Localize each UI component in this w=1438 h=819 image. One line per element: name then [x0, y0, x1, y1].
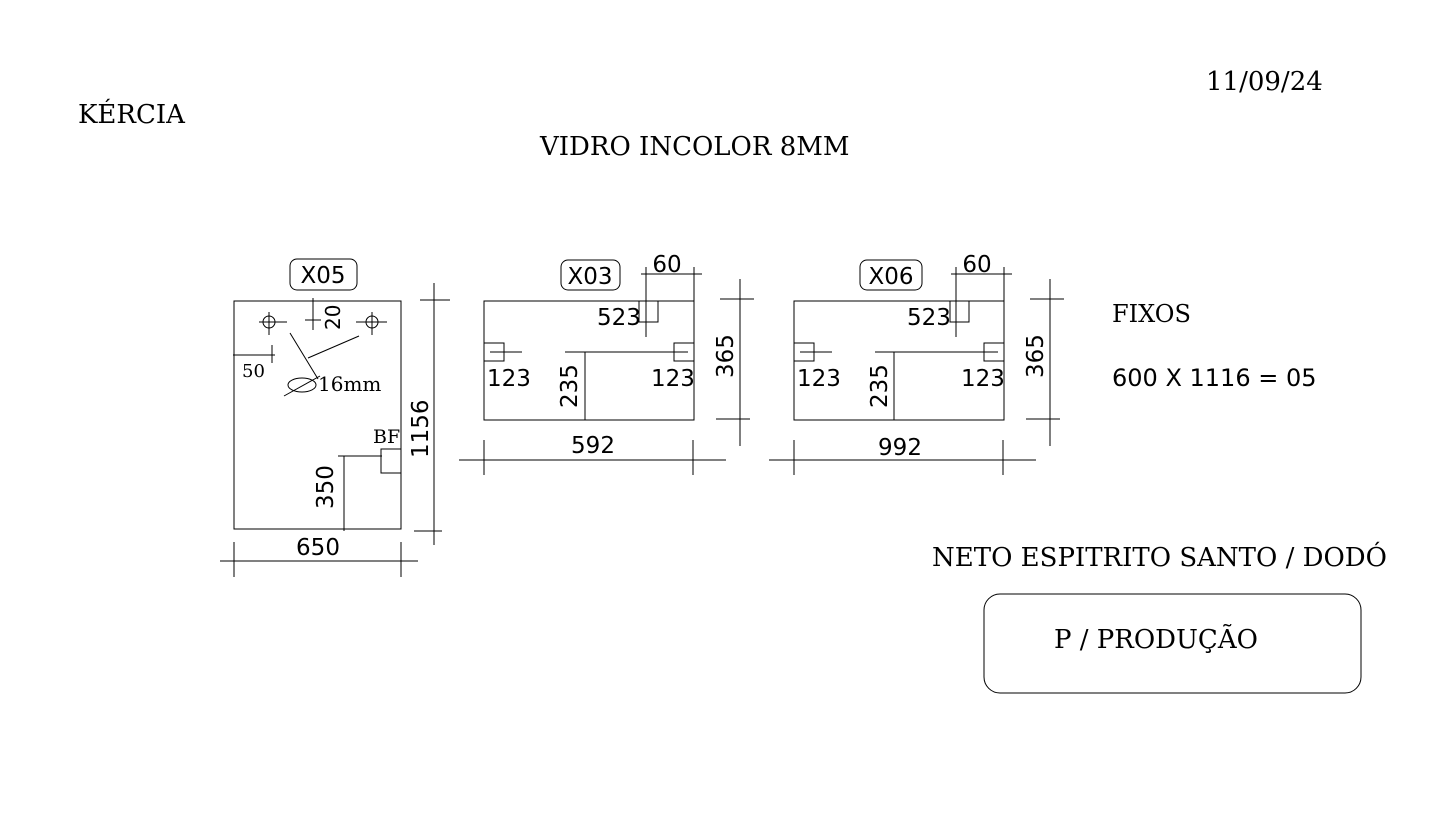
tag-frame-x06 — [859, 259, 923, 291]
tag-x03: X03 — [567, 264, 612, 290]
production-box — [983, 593, 1362, 694]
dim-right-notch-x06: 123 — [961, 366, 1005, 392]
piece-x03: X03 60 523 123 123 235 592 365 — [459, 252, 754, 475]
dim-hole-top: 20 — [321, 305, 345, 330]
top-notch-x06 — [949, 300, 970, 323]
dim-height-x05: 1156 — [408, 399, 434, 458]
glass-panel-x06 — [793, 300, 1005, 421]
top-notch-x03 — [638, 300, 659, 323]
hole-left — [259, 312, 287, 335]
fixed-label: FIXOS — [1112, 300, 1191, 328]
glass-panel-x03 — [483, 300, 695, 421]
dim-notch-pos-x03: 523 — [597, 305, 641, 331]
glass-panel-x05 — [233, 300, 402, 530]
dim-height-x03: 365 — [713, 334, 739, 378]
dim-hole-side: 50 — [242, 361, 265, 382]
hole-right — [356, 312, 387, 335]
dim-width-x03: 592 — [571, 433, 615, 459]
purpose-label: P / PRODUÇÃO — [1054, 625, 1258, 655]
fixed-spec: 600 X 1116 = 05 — [1112, 364, 1317, 392]
dim-left-notch-x03: 123 — [487, 366, 531, 392]
client-name: KÉRCIA — [78, 100, 185, 130]
tag-frame-x05 — [289, 258, 358, 291]
piece-x05: X05 20 50 16mm BF 350 — [220, 258, 450, 577]
dim-width-x06: 992 — [878, 435, 922, 461]
dim-notch-height-x06: 235 — [867, 364, 893, 408]
dim-notch-pos-x06: 523 — [907, 305, 951, 331]
location-label: NETO ESPITRITO SANTO / DODÓ — [932, 543, 1387, 573]
diameter-symbol — [287, 377, 317, 393]
dim-width-x05: 650 — [296, 535, 340, 561]
date-label: 11/09/24 — [1206, 67, 1323, 97]
bf-notch — [380, 448, 402, 474]
tag-x06: X06 — [868, 264, 913, 290]
material-title: VIDRO INCOLOR 8MM — [540, 132, 850, 162]
tag-frame-x03 — [560, 259, 621, 291]
leader-line-left — [289, 332, 319, 380]
dim-bf-height: 350 — [313, 465, 339, 509]
dim-right-notch-x03: 123 — [651, 366, 695, 392]
dim-notch-height-x03: 235 — [557, 364, 583, 408]
dim-left-notch-x06: 123 — [797, 366, 841, 392]
dim-notch-width-x06: 60 — [962, 252, 991, 278]
piece-x06: X06 60 523 123 123 235 992 365 — [769, 252, 1064, 475]
leader-line-right — [307, 335, 360, 359]
dim-height-x06: 365 — [1023, 334, 1049, 378]
tag-x05: X05 — [300, 263, 345, 289]
dim-notch-width-x03: 60 — [652, 252, 681, 278]
bf-label: BF — [373, 426, 400, 448]
dim-hole-diameter: 16mm — [318, 372, 381, 396]
